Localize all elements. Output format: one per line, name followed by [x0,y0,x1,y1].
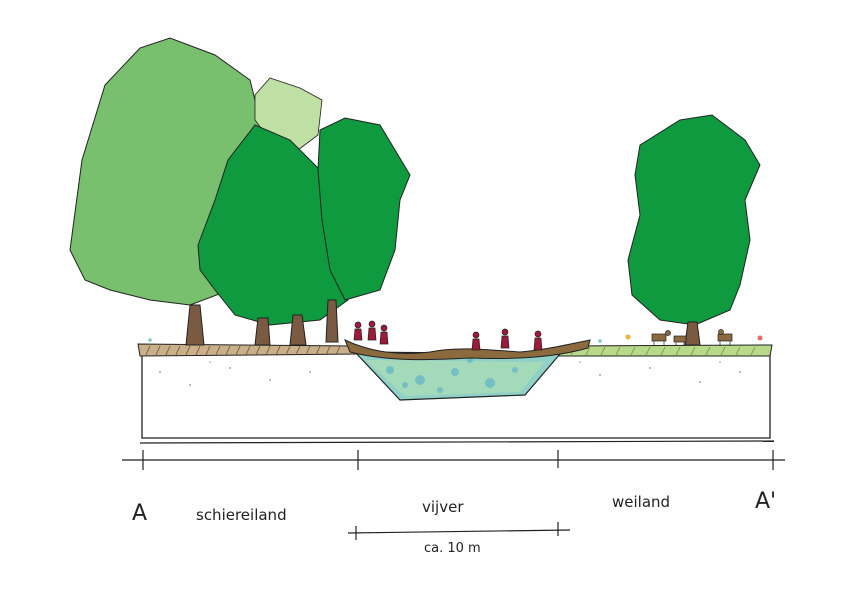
tree-dark-right-of-left [317,117,411,343]
flower-icon [148,334,763,343]
fallen-log [344,338,591,361]
tree-dark-center-left [197,124,356,346]
cow-icon [673,335,687,346]
person-icon [379,324,389,345]
zone-label-weiland: weiland [612,493,670,511]
tree-right [627,114,761,346]
cow-icon [717,329,733,346]
person-icon [353,321,363,341]
person-icon [533,330,543,351]
person-icon [367,320,377,341]
section-start-marker: A [132,501,147,526]
pond [353,351,562,401]
cow-icon [651,330,671,346]
section-dimension-line [122,450,785,470]
person-icon [471,331,481,351]
people-group [353,320,543,351]
scale-label: ca. 10 m [424,541,481,556]
section-end-marker: A' [755,489,776,514]
scale-bar [347,522,571,540]
cattle-group [651,329,733,346]
zone-label-vijver: vijver [422,498,464,516]
person-icon [500,328,510,349]
zone-label-schiereiland: schiereiland [196,506,287,524]
